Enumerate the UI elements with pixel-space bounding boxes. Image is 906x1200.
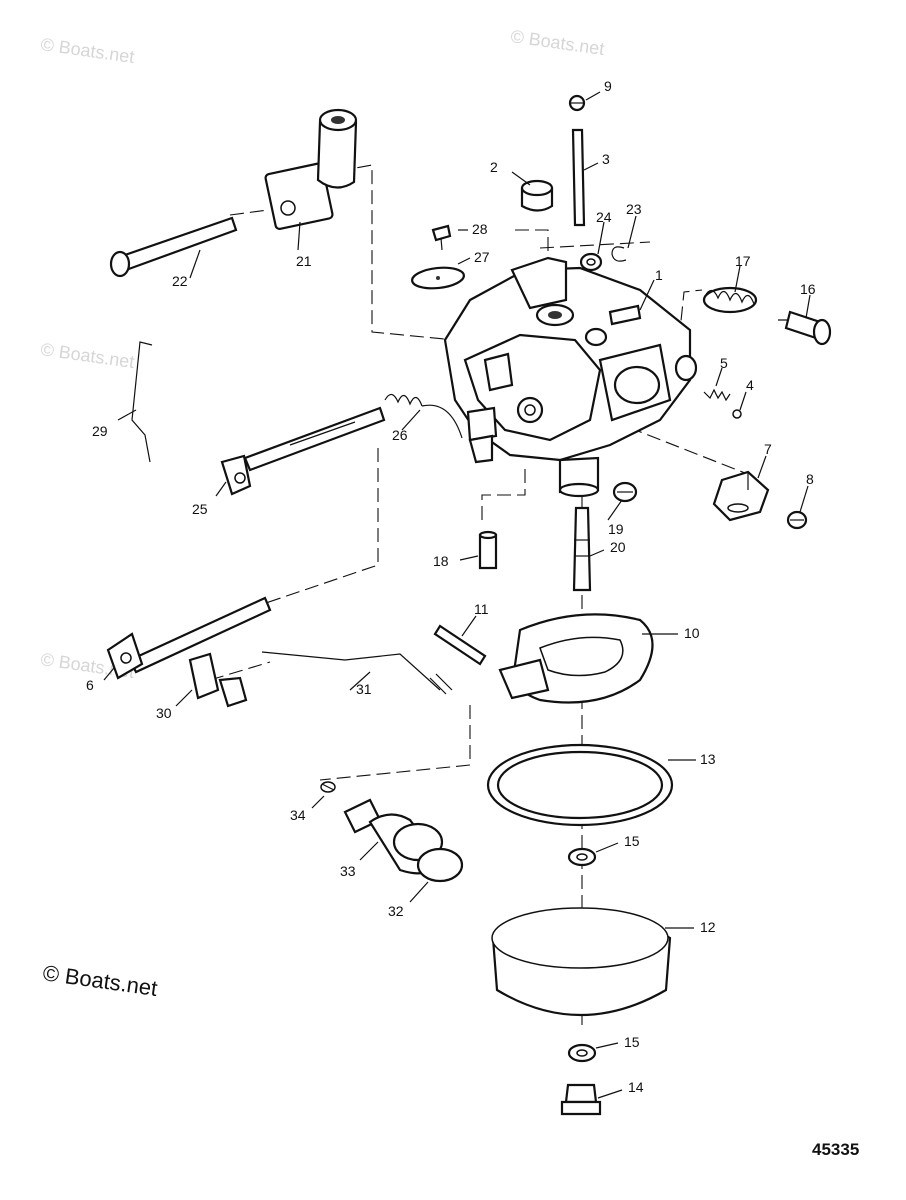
part-3-rod xyxy=(571,128,586,227)
part-10-float xyxy=(498,613,654,704)
callout-34: 34 xyxy=(290,807,306,823)
part-25-shaft xyxy=(220,406,386,496)
part-13-gasket xyxy=(486,743,674,827)
callout-32: 32 xyxy=(388,903,404,919)
part-14-drain-plug xyxy=(560,1083,602,1116)
watermark-top-left: © Boats.net xyxy=(39,34,135,67)
callout-10: 10 xyxy=(684,625,700,641)
callout-27: 27 xyxy=(474,249,490,265)
part-20-needle xyxy=(572,506,592,592)
part-8-screw xyxy=(786,510,808,530)
boats-net-watermark: © Boats.net xyxy=(41,960,159,1001)
part-30-lever xyxy=(188,652,248,708)
part-6-shaft xyxy=(106,596,272,680)
part-1-carburetor-body xyxy=(443,256,698,498)
part-19-screw xyxy=(612,481,638,503)
callout-8: 8 xyxy=(806,471,814,487)
callout-11: 11 xyxy=(474,601,489,617)
part-17-spring xyxy=(702,286,758,314)
figure-number: 45335 xyxy=(812,1140,859,1159)
callout-14: 14 xyxy=(628,1079,644,1095)
callout-18: 18 xyxy=(433,553,449,569)
callout-20: 20 xyxy=(610,539,626,555)
watermark-top-right: © Boats.net xyxy=(509,26,605,59)
part-4-ball xyxy=(732,409,742,419)
part-9-nut xyxy=(568,94,586,112)
callout-30: 30 xyxy=(156,705,172,721)
part-32-disc xyxy=(416,847,464,883)
callout-25: 25 xyxy=(192,501,208,517)
callout-12: 12 xyxy=(700,919,716,935)
callout-1: 1 xyxy=(655,267,663,283)
callout-17: 17 xyxy=(735,253,751,269)
part-12-float-bowl xyxy=(491,907,672,1017)
part-34-spring xyxy=(320,781,336,793)
watermark-mid-left: © Boats.net xyxy=(39,339,135,372)
part-22-long-pin xyxy=(109,216,238,278)
callout-16: 16 xyxy=(800,281,816,297)
callout-26: 26 xyxy=(392,427,408,443)
part-23-clip xyxy=(611,246,627,262)
callout-labels: 9 3 2 28 27 24 23 1 17 16 5 4 7 8 22 21 … xyxy=(86,78,816,1095)
callout-15-upper: 15 xyxy=(624,833,640,849)
callout-29: 29 xyxy=(92,423,108,439)
callout-24: 24 xyxy=(596,209,612,225)
callout-3: 3 xyxy=(602,151,610,167)
part-15-washer-upper xyxy=(567,847,597,867)
callout-13: 13 xyxy=(700,751,716,767)
part-7-plate xyxy=(712,470,770,522)
callout-2: 2 xyxy=(490,159,498,175)
callout-15-lower: 15 xyxy=(624,1034,640,1050)
callout-33: 33 xyxy=(340,863,356,879)
part-18-valve xyxy=(478,530,498,570)
part-31-link-rod xyxy=(261,651,453,695)
part-21-bracket xyxy=(264,108,358,230)
part-5-spring xyxy=(703,388,731,402)
callout-6: 6 xyxy=(86,677,94,693)
callout-9: 9 xyxy=(604,78,612,94)
callout-7: 7 xyxy=(764,441,772,457)
callout-31: 31 xyxy=(356,681,372,697)
callout-4: 4 xyxy=(746,377,754,393)
callout-5: 5 xyxy=(720,355,728,371)
callout-23: 23 xyxy=(626,201,642,217)
part-2-plug xyxy=(520,179,554,212)
part-29-link xyxy=(131,341,153,463)
leader-lines xyxy=(103,91,811,1099)
callout-22: 22 xyxy=(172,273,188,289)
callout-19: 19 xyxy=(608,521,624,537)
part-24-washer xyxy=(579,252,603,272)
part-16-screw xyxy=(778,310,832,346)
part-15-washer-lower xyxy=(567,1043,597,1063)
part-11-pin xyxy=(433,624,487,666)
callout-21: 21 xyxy=(296,253,312,269)
callout-28: 28 xyxy=(472,221,488,237)
part-27-plate xyxy=(411,266,465,290)
part-28-screw xyxy=(431,224,452,251)
part-26-spring xyxy=(384,393,463,439)
